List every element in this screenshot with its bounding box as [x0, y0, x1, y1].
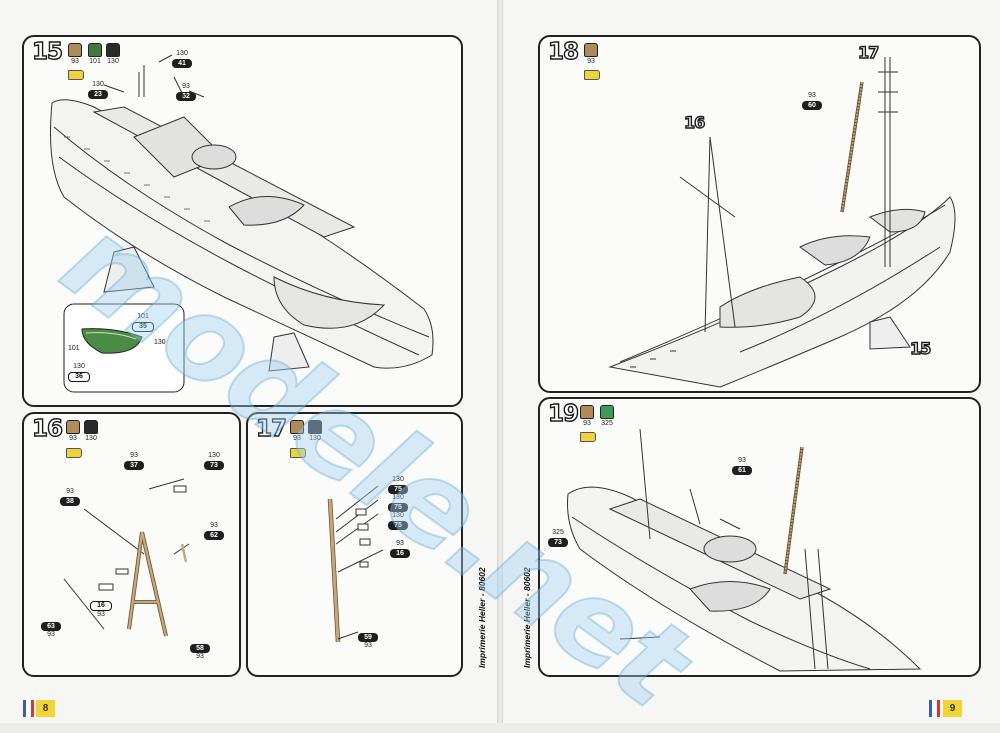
paint-pot: 93: [64, 420, 82, 442]
flag-stripe: [929, 700, 932, 717]
ship-hull-drawing: [50, 54, 434, 393]
glue-tube-icon: [580, 432, 596, 442]
step-number: 16: [31, 415, 63, 442]
paint-pot: 130: [306, 420, 324, 442]
printer-credit: Imprimerie Heller - 80602: [522, 567, 532, 668]
glue-tube-icon: [68, 70, 84, 80]
step-number: 18: [547, 38, 579, 65]
paint-ref: 130: [154, 339, 166, 346]
flag-stripe: [27, 700, 30, 717]
ship-mast-drawing: [608, 57, 956, 388]
paint-pot: 93: [578, 405, 596, 427]
step-16-panel: 16 93 130: [22, 412, 241, 677]
paint-pot: 93: [582, 43, 600, 65]
step-18-panel: 18 93: [538, 35, 981, 393]
step-number: 17: [255, 415, 287, 442]
step-number: 19: [547, 400, 579, 427]
paint-pot: 325: [598, 405, 616, 427]
page-number: 9: [943, 700, 962, 717]
flag-stripe: [31, 700, 34, 717]
step-number: 15: [31, 38, 63, 65]
paint-pot: 101: [86, 43, 104, 65]
mast-assembly-drawing: [63, 478, 190, 637]
flag-stripe: [23, 700, 26, 717]
paint-pot: 93: [288, 420, 306, 442]
flag-stripe: [933, 700, 936, 717]
callout-step: 17: [857, 42, 880, 62]
glue-tube-icon: [290, 448, 306, 458]
page-number: 8: [36, 700, 55, 717]
printer-credit: Imprimerie Heller - 80602: [477, 567, 487, 668]
callout-step: 16: [683, 112, 706, 132]
flag-stripe: [937, 700, 940, 717]
book-gutter: [497, 0, 503, 723]
callout-step: 15: [909, 338, 932, 358]
paint-pot: 130: [82, 420, 100, 442]
right-page: 18 93: [503, 0, 1000, 723]
mast-drawing: [327, 485, 384, 643]
glue-tube-icon: [66, 448, 82, 458]
paint-pot: 130: [104, 43, 122, 65]
ship-rigging-drawing: [567, 428, 922, 672]
glue-tube-icon: [584, 70, 600, 80]
paint-ref: 101: [68, 345, 80, 352]
paint-pot: 93: [66, 43, 84, 65]
